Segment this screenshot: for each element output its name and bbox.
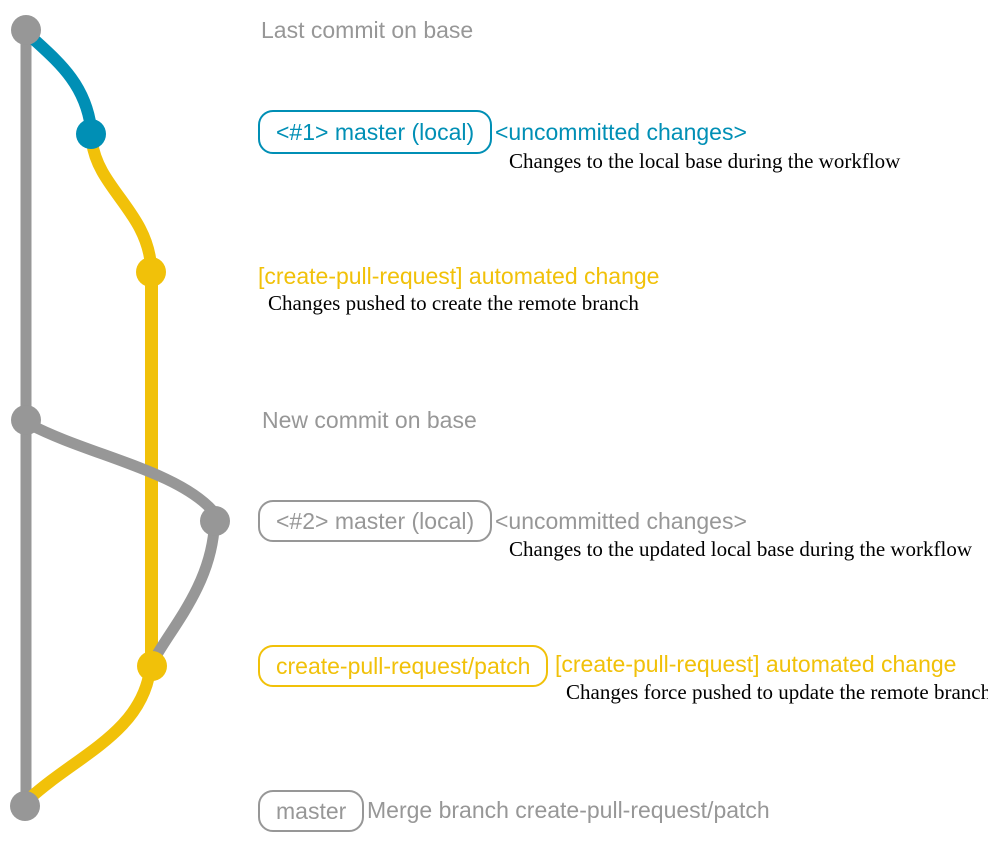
branch-label-master-local-2: <#2> master (local)	[258, 500, 493, 542]
branch-label-patch: create-pull-request/patch	[258, 645, 549, 687]
commit-message-uncommitted-1: <uncommitted changes>	[495, 119, 747, 145]
commit-dot-merge	[10, 791, 40, 821]
annotation-note-uncommitted-2: Changes to the updated local base during…	[509, 537, 973, 561]
branch-label-master-local-1: <#1> master (local)	[258, 110, 493, 154]
annotation-note-uncommitted-1: Changes to the local base during the wor…	[509, 149, 901, 173]
commit-dot-last-base	[11, 15, 41, 45]
commit-message-automated-1: [create-pull-request] automated change	[258, 263, 660, 289]
updated-base-branch-line	[23, 418, 219, 517]
commit-message-automated-2: [create-pull-request] automated change	[555, 651, 957, 677]
annotation-note-automated-2: Changes force pushed to update the remot…	[566, 680, 988, 704]
annotation-note-automated-1: Changes pushed to create the remote bran…	[268, 291, 639, 315]
patch-branch-merge-line	[23, 664, 156, 805]
rebased-branch-line	[149, 524, 220, 664]
commit-dot-push-1	[136, 257, 166, 287]
commit-message-uncommitted-2: <uncommitted changes>	[495, 508, 747, 534]
commit-message-new-base: New commit on base	[262, 407, 477, 433]
branch-label-master: master	[258, 790, 365, 832]
commit-dot-local-2	[200, 506, 230, 536]
local-master-branch-line	[22, 28, 97, 134]
commit-dot-new-base	[11, 405, 41, 435]
commit-dot-push-2	[137, 651, 167, 681]
patch-branch-upper-line	[86, 136, 157, 272]
commit-message-merge: Merge branch create-pull-request/patch	[367, 797, 770, 823]
commit-dot-local-1	[76, 119, 106, 149]
commit-message-last-base: Last commit on base	[261, 17, 474, 43]
